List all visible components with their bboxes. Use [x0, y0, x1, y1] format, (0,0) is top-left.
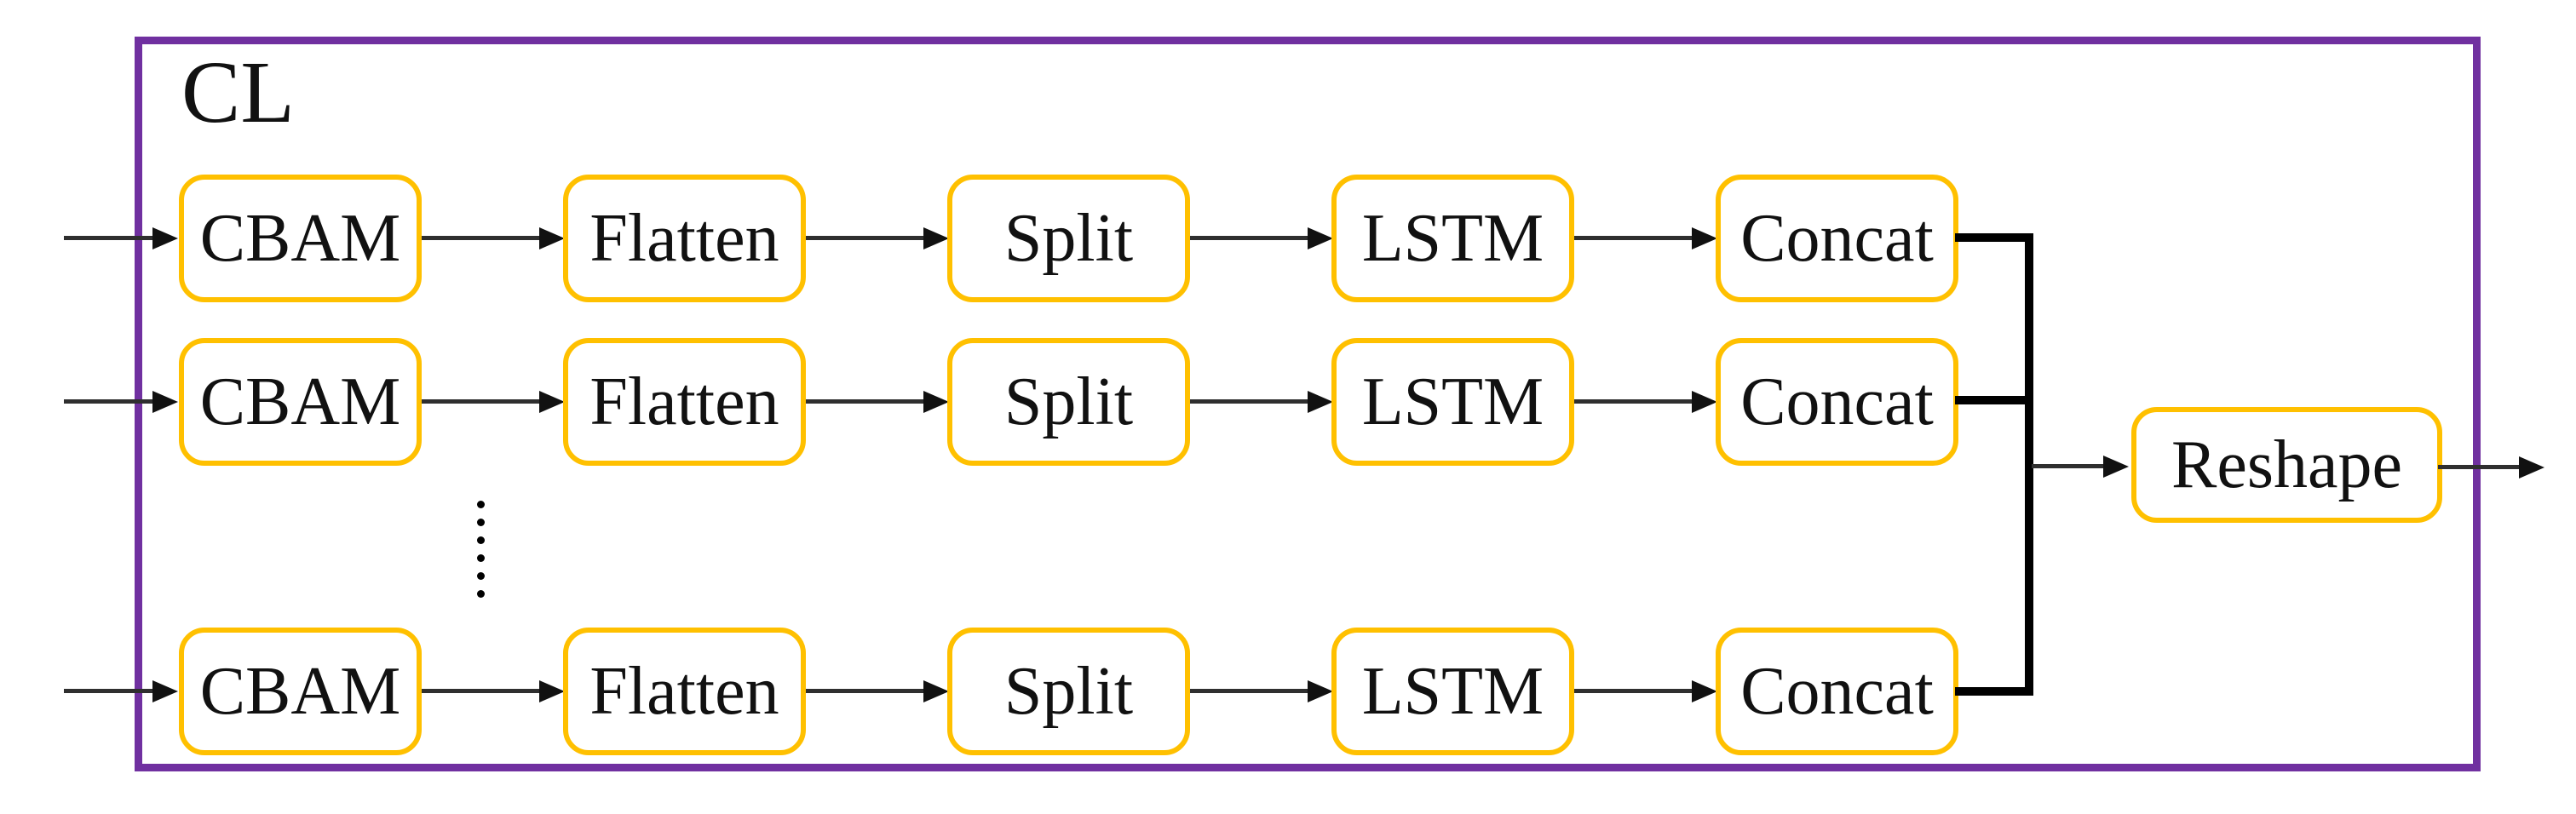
node-label: Flatten	[589, 653, 779, 729]
node-label: Concat	[1740, 364, 1934, 439]
node-label: CBAM	[199, 653, 401, 729]
input-arrow-row-1	[64, 236, 152, 240]
arrow-lstm-concat-row-1	[1574, 236, 1692, 240]
node-cbam-row-1: CBAM	[179, 175, 422, 302]
arrow-lstm-concat-row-2	[1574, 399, 1692, 404]
node-concat-row-2: Concat	[1716, 338, 1958, 466]
node-label: Reshape	[2171, 427, 2402, 502]
arrow-split-lstm-row-3	[1190, 689, 1308, 693]
node-split-row-3: Split	[947, 628, 1190, 755]
node-label: Concat	[1740, 653, 1934, 729]
arrow-flatten-split-row-2	[806, 399, 923, 404]
arrow-lstm-concat-row-3	[1574, 689, 1692, 693]
merge-line-row-3	[1955, 687, 2033, 696]
node-split-row-2: Split	[947, 338, 1190, 466]
arrow-flatten-split-row-3	[806, 689, 923, 693]
merge-line-row-1	[1955, 233, 2033, 242]
arrow-split-lstm-row-1	[1190, 236, 1308, 240]
merge-line-row-2	[1955, 396, 2033, 404]
arrow-cbam-flatten-row-1	[422, 236, 539, 240]
node-label: Split	[1003, 364, 1134, 439]
node-flatten-row-1: Flatten	[563, 175, 806, 302]
arrow-cbam-flatten-row-3	[422, 689, 539, 693]
node-label: Split	[1003, 200, 1134, 276]
output-arrow	[2438, 465, 2519, 469]
node-label: CBAM	[199, 364, 401, 439]
input-arrow-row-3	[64, 689, 152, 693]
cl-label: CL	[181, 43, 295, 141]
node-concat-row-3: Concat	[1716, 628, 1958, 755]
arrow-flatten-split-row-1	[806, 236, 923, 240]
node-lstm-row-1: LSTM	[1331, 175, 1574, 302]
ellipsis-dot	[477, 536, 485, 544]
node-reshape: Reshape	[2131, 407, 2442, 523]
ellipsis-dot	[477, 519, 485, 526]
cl-container-box	[135, 37, 2481, 771]
node-label: Flatten	[589, 200, 779, 276]
node-cbam-row-2: CBAM	[179, 338, 422, 466]
node-label: LSTM	[1361, 653, 1544, 729]
ellipsis-dot	[477, 501, 485, 508]
merge-line-vertical	[2025, 233, 2033, 696]
node-lstm-row-3: LSTM	[1331, 628, 1574, 755]
node-flatten-row-3: Flatten	[563, 628, 806, 755]
node-cbam-row-3: CBAM	[179, 628, 422, 755]
node-concat-row-1: Concat	[1716, 175, 1958, 302]
ellipsis-dot	[477, 590, 485, 598]
node-lstm-row-2: LSTM	[1331, 338, 1574, 466]
node-flatten-row-2: Flatten	[563, 338, 806, 466]
arrow-cbam-flatten-row-2	[422, 399, 539, 404]
ellipsis-dot	[477, 554, 485, 562]
node-split-row-1: Split	[947, 175, 1190, 302]
node-label: CBAM	[199, 200, 401, 276]
vertical-ellipsis	[477, 501, 485, 598]
node-label: Concat	[1740, 200, 1934, 276]
input-arrow-row-2	[64, 399, 152, 404]
merge-output-arrow	[2032, 464, 2103, 468]
arrow-split-lstm-row-2	[1190, 399, 1308, 404]
node-label: Flatten	[589, 364, 779, 439]
node-label: LSTM	[1361, 200, 1544, 276]
node-label: Split	[1003, 653, 1134, 729]
node-label: LSTM	[1361, 364, 1544, 439]
ellipsis-dot	[477, 572, 485, 580]
